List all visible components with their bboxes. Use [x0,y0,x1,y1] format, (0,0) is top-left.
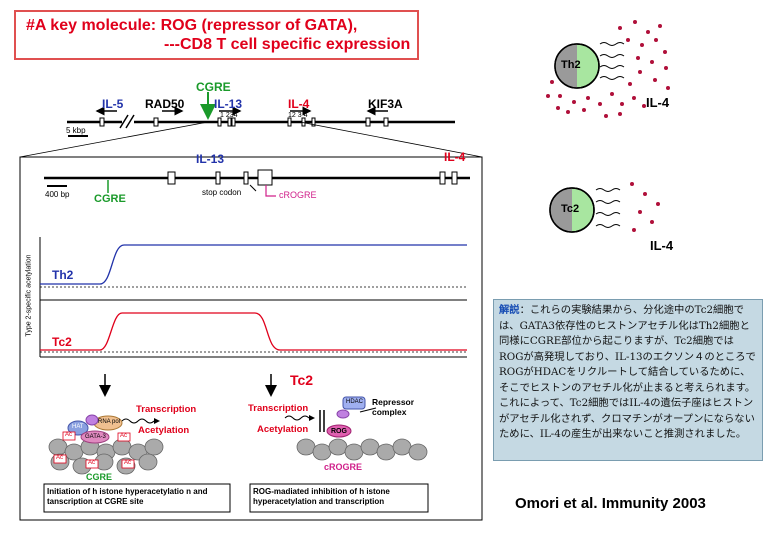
il4-top-label: IL-4 [646,95,670,110]
tc2-cell-label: Tc2 [561,203,580,215]
ac-label-2: Ac [120,433,128,439]
left-acetylation-label: Acetylation [138,425,190,436]
hat-label: HAT [72,424,84,430]
il13-exon-numbers: 1 234 [220,112,238,119]
title-line-1: #A key molecule: ROG (repressor of GATA)… [26,17,358,34]
plot-th2-label: Th2 [52,268,74,282]
ac-label-1: Ac [65,432,73,438]
ac-label-5: Ac [124,460,132,466]
gene-label-il4: IL-4 [288,97,310,111]
zoom-scale-label: 400 bp [45,190,70,199]
zoom-crogre-label: cROGRE [279,190,317,200]
ac-label-3: Ac [56,455,64,461]
th2-curve [40,244,467,285]
mechanism-right-drawing [284,396,428,461]
mechanism-tc2-heading: Tc2 [290,372,314,388]
stop-codon-label: stop codon [202,188,242,197]
il4-bottom-label: IL-4 [650,238,674,253]
gene-label-il5: IL-5 [102,97,124,111]
plot-tc2-label: Tc2 [52,335,72,349]
explanation-text: ：これらの実験結果から、分化途中のTc2細胞では、GATA3依存性のヒストンアセ… [499,304,756,440]
zoom-il4-label: IL-4 [444,150,466,164]
mechanism-left-drawing [48,414,164,475]
acetylation-plots [39,237,467,358]
il4-exon-numbers: 12 3 4 [288,112,308,119]
gata3-label: GATA-3 [85,434,106,440]
zoom-il13-label: IL-13 [196,152,225,166]
locus-cgre-label: CGRE [196,80,231,94]
title-line-2: ---CD8 T cell specific expression [164,36,411,53]
tc2-curve [40,312,467,351]
right-crogre-label: cROGRE [324,462,363,472]
caption-box-left [43,483,231,513]
caption-left: Initiation of h istone hyperacetylatio n… [47,487,208,506]
left-transcription-label: Transcription [136,404,197,415]
left-cgre-label: CGRE [86,472,113,482]
explanation-box: 解説：これらの実験結果から、分化途中のTc2細胞では、GATA3依存性のヒストン… [493,299,763,461]
gene-label-rad50: RAD50 [145,97,185,111]
th2-cell-label: Th2 [561,59,581,71]
zoom-cgre-label: CGRE [94,193,126,205]
repressor-complex-label: Repressor complex [372,397,415,417]
reference: Omori et al. Immunity 2003 [515,495,706,512]
tc2-cell-graphic [549,182,660,233]
gene-label-il13: IL-13 [214,97,243,111]
zoom-locus [44,169,470,197]
caption-box-right [249,483,429,513]
explanation-heading: 解説 [499,304,520,316]
right-acetylation-label: Acetylation [257,424,309,435]
locus-map [67,92,455,137]
right-transcription-label: Transcription [248,403,309,414]
th2-cell-graphic [546,20,670,118]
gene-label-kif3a: KIF3A [368,97,403,111]
plot-y-axis-label: Type 2-specific acetylation [25,254,33,337]
rna-pol-label: RNA pol [98,419,121,425]
ac-label-4: Ac [88,460,96,466]
locus-scale-label: 5 kbp [66,126,86,135]
rog-label: ROG [331,428,347,435]
caption-right: ROG-madiated inhibition of h istone hype… [253,487,390,506]
title-box: #A key molecule: ROG (repressor of GATA)… [14,10,419,60]
zoom-line-left [19,121,209,158]
hdac-label: HDAC [346,399,364,405]
zoom-line-right [299,121,483,158]
